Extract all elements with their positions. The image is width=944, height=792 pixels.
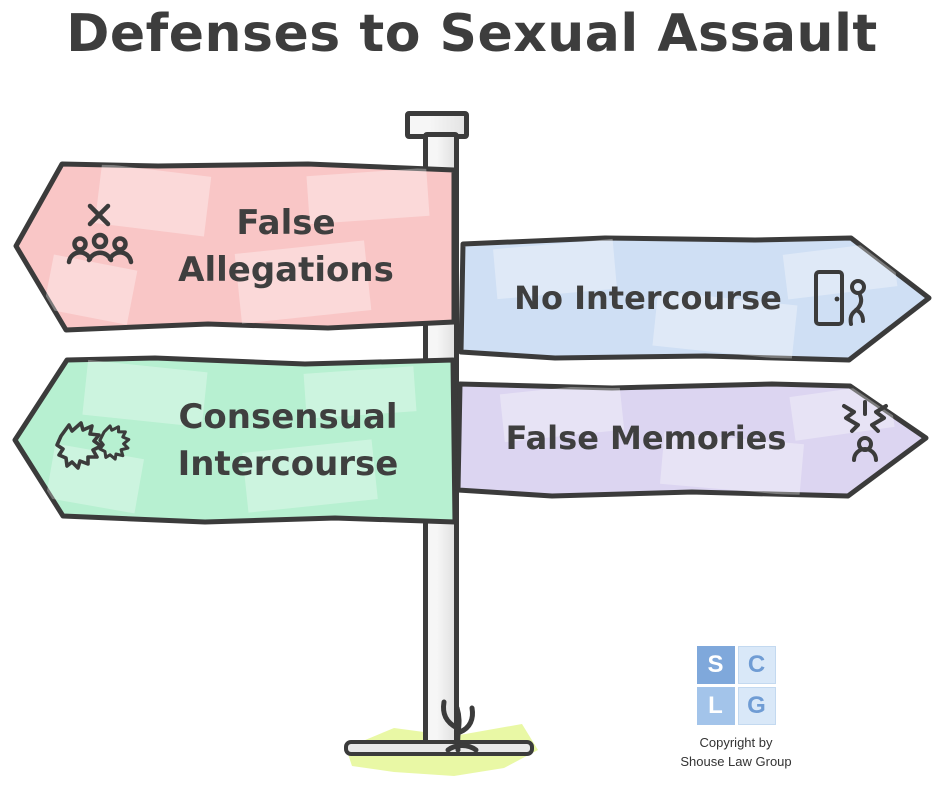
sclg-logo-grid: S C L G [696,646,776,725]
sign-false-allegations: False Allegations [8,152,460,338]
sign-no-intercourse-label: No Intercourse [483,278,813,318]
copyright-text: Copyright by Shouse Law Group [680,734,791,772]
sign-board [455,381,929,499]
sign-board [12,355,458,525]
label-line-2: Allegations [178,250,394,290]
copyright-line-2: Shouse Law Group [680,753,792,769]
label-line-1: False [236,203,336,243]
label-line-2: Intercourse [177,444,399,484]
label-line-1: False Memories [505,419,787,457]
signpost-base [344,740,534,756]
sign-false-memories: False Memories [452,372,934,504]
sign-consensual-intercourse-label: Consensual Intercourse [127,394,449,488]
sprout-doodle [441,699,479,753]
shouse-law-group-logo: S C L G Copyright by Shouse Law Group [650,646,822,772]
label-line-1: Consensual [178,397,398,437]
label-line-1: No Intercourse [514,279,782,317]
shattered-mind-icon [842,400,888,462]
sign-consensual-intercourse: Consensual Intercourse [5,346,460,530]
sign-board [458,235,932,363]
copyright-line-1: Copyright by [699,735,773,750]
sign-no-intercourse: No Intercourse [455,228,937,370]
logo-tile-l: L [696,687,735,725]
logo-tile-g: G [737,687,776,725]
sign-board [13,161,457,333]
sign-false-allegations-label: False Allegations [126,200,446,294]
logo-tile-c: C [737,646,776,684]
x-over-people-icon [66,203,134,265]
door-exit-icon [814,270,866,326]
clasped-hands-icon [55,421,131,470]
page-title: Defenses to Sexual Assault [66,4,878,64]
sign-false-memories-label: False Memories [476,418,816,458]
logo-tile-s: S [696,646,735,684]
